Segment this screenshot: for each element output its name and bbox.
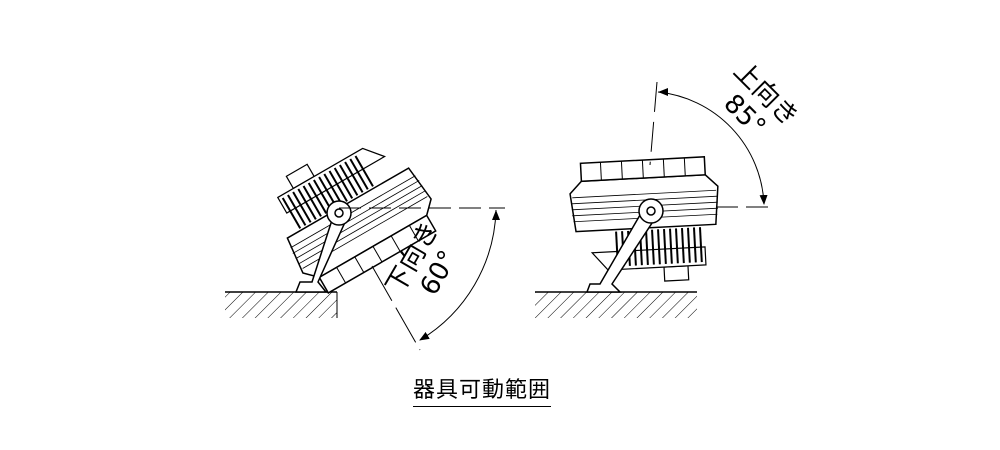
diagram-title: 器具可動範囲 xyxy=(413,378,552,407)
floor-hatch-right xyxy=(535,292,697,318)
left-view-downward: 下向き 60° xyxy=(225,118,505,351)
angle-arc-right xyxy=(657,91,768,205)
angle-arc-left xyxy=(419,209,497,341)
right-view-upward: 上向き 85° xyxy=(535,56,804,318)
bracket-right xyxy=(585,198,664,293)
tilt-line-left xyxy=(371,265,421,351)
floor-hatch-left xyxy=(225,292,337,318)
bracket-left xyxy=(294,200,352,293)
tilt-line-right xyxy=(649,81,658,166)
